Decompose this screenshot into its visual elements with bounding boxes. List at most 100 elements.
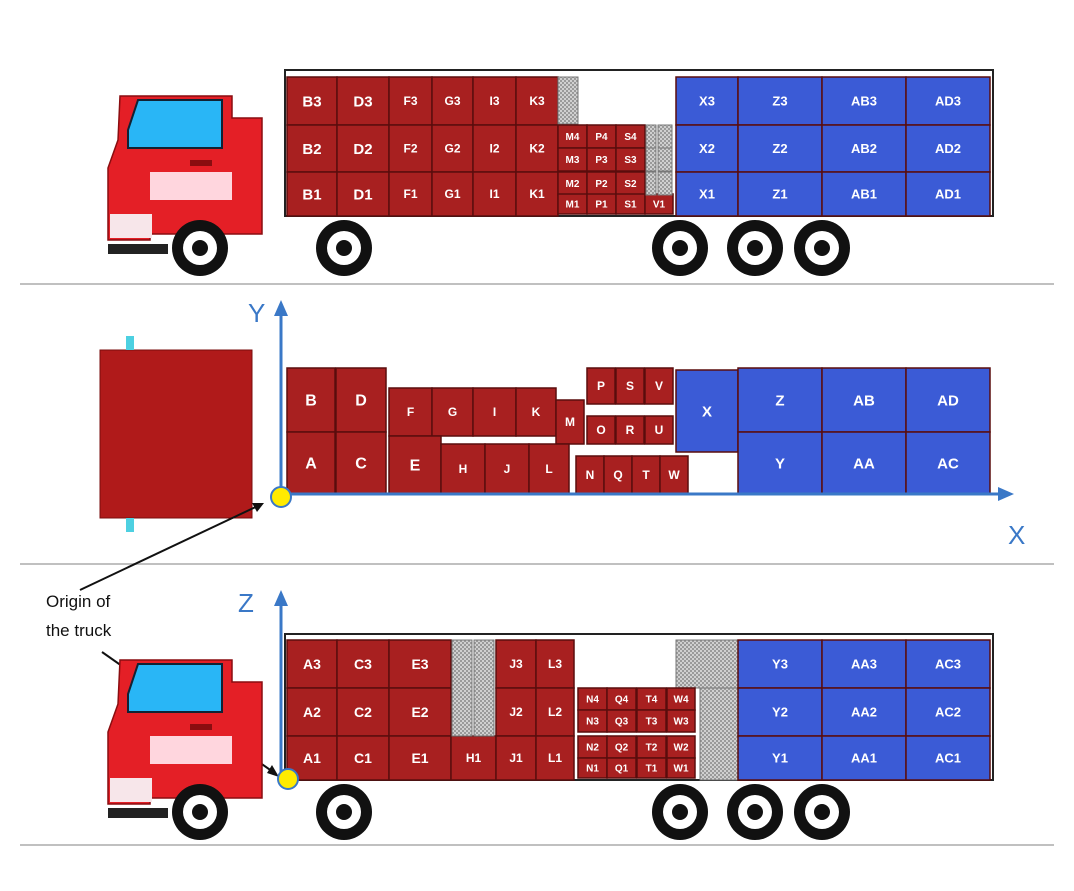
cargo-label: M2: [566, 179, 580, 190]
cargo-label: AC1: [935, 751, 961, 766]
cargo-label: AD3: [935, 94, 961, 109]
cargo-label: Y: [775, 455, 785, 472]
cargo-box: N2: [577, 735, 608, 759]
cargo-label: F: [407, 405, 414, 419]
cargo-box: N4: [577, 687, 608, 711]
cargo-label: L3: [548, 657, 562, 671]
cargo-label: AD1: [935, 187, 961, 202]
cargo-box: AB2: [821, 124, 907, 173]
cargo-label: N2: [586, 743, 599, 754]
cargo-label: A2: [303, 704, 321, 720]
cargo-label: C: [355, 456, 367, 473]
cargo-label: AD: [937, 392, 959, 409]
cargo-label: T2: [646, 743, 658, 754]
cargo-box: T3: [636, 709, 667, 733]
x-axis: [281, 487, 1014, 501]
cargo-label: K: [532, 405, 541, 419]
wheel-icon: [172, 220, 228, 276]
cargo-box: W: [659, 455, 689, 495]
cargo-box: B3: [286, 76, 338, 126]
arrow-head: [267, 765, 279, 777]
cargo-label: U: [655, 423, 664, 437]
wheel-group-bottom: [172, 784, 850, 840]
cargo-box: K2: [515, 124, 559, 173]
cargo-box: L3: [535, 639, 575, 689]
cargo-label: AA: [853, 455, 875, 472]
cargo-box: F3: [388, 76, 433, 126]
cargo-box: X3: [675, 76, 739, 126]
cargo-box: Z3: [737, 76, 823, 126]
cargo-label: I2: [489, 142, 499, 156]
x-axis-label: X: [1008, 520, 1025, 550]
cargo-label: K3: [529, 94, 545, 108]
spacer-block: [473, 639, 495, 737]
cargo-box: A2: [286, 687, 338, 737]
cargo-label: X3: [699, 94, 715, 109]
cargo-box: V: [644, 367, 674, 405]
cargo-box: J2: [495, 687, 537, 737]
cargo-label: D3: [353, 93, 372, 110]
cargo-box: M2: [557, 171, 588, 196]
cargo-box: AD3: [905, 76, 991, 126]
cargo-box: W1: [666, 757, 696, 779]
cargo-box: AB1: [821, 171, 907, 217]
cargo-box: Q2: [606, 735, 637, 759]
cargo-box: L: [528, 443, 570, 495]
truck-cab-icon: [107, 95, 263, 254]
origin-pointer-upper: [79, 503, 263, 591]
cargo-box: S4: [615, 124, 646, 149]
truck-front-icon: [99, 336, 253, 532]
cargo-box: AA3: [821, 639, 907, 689]
cargo-box: F2: [388, 124, 433, 173]
cargo-box: Y: [737, 431, 823, 495]
cargo-label: T4: [646, 695, 658, 706]
wheel-icon: [172, 784, 228, 840]
cargo-box: AC2: [905, 687, 991, 737]
cargo-label: I: [493, 405, 496, 419]
spacer-block: [675, 639, 739, 689]
cargo-box: T1: [636, 757, 667, 779]
cargo-box: W4: [666, 687, 696, 711]
cargo-label: H: [459, 462, 468, 476]
cargo-label: K1: [529, 187, 545, 201]
cargo-box: A3: [286, 639, 338, 689]
cargo-label: AC3: [935, 657, 961, 672]
axis-arrow-icon: [998, 487, 1014, 501]
cargo-label: S3: [624, 155, 637, 166]
cargo-label: M: [565, 415, 575, 429]
cargo-label: I3: [489, 94, 499, 108]
cargo-box: M3: [557, 147, 588, 172]
cargo-label: E1: [411, 750, 428, 766]
cargo-box: K1: [515, 171, 559, 217]
cargo-box: X: [675, 369, 739, 453]
origin-label-line-2: the truck: [46, 621, 112, 640]
cargo-box: P4: [586, 124, 617, 149]
cargo-label: AA1: [851, 751, 877, 766]
cargo-label: J: [504, 462, 511, 476]
spacer-block: [657, 171, 673, 196]
cargo-box: M4: [557, 124, 588, 149]
cargo-box: A: [286, 431, 336, 495]
cargo-label: AD2: [935, 141, 961, 156]
cargo-label: C1: [354, 750, 372, 766]
cargo-box: Q3: [606, 709, 637, 733]
cargo-box: C1: [336, 735, 390, 781]
cargo-label: R: [626, 423, 635, 437]
cargo-box: G: [431, 387, 474, 437]
cargo-box: C: [335, 431, 387, 495]
axis-arrow-icon: [274, 300, 288, 316]
cargo-box: Z: [737, 367, 823, 433]
cargo-label: G2: [444, 142, 460, 156]
spacer-block: [699, 687, 739, 781]
cargo-label: Q4: [615, 695, 629, 706]
cargo-label: G: [448, 405, 457, 419]
cargo-label: N: [586, 468, 595, 482]
cargo-label: J3: [509, 657, 523, 671]
y-axis-label: Y: [248, 298, 265, 328]
origin-marker-icon: [277, 768, 299, 790]
wheel-icon: [652, 220, 708, 276]
arrow-head: [252, 503, 264, 512]
